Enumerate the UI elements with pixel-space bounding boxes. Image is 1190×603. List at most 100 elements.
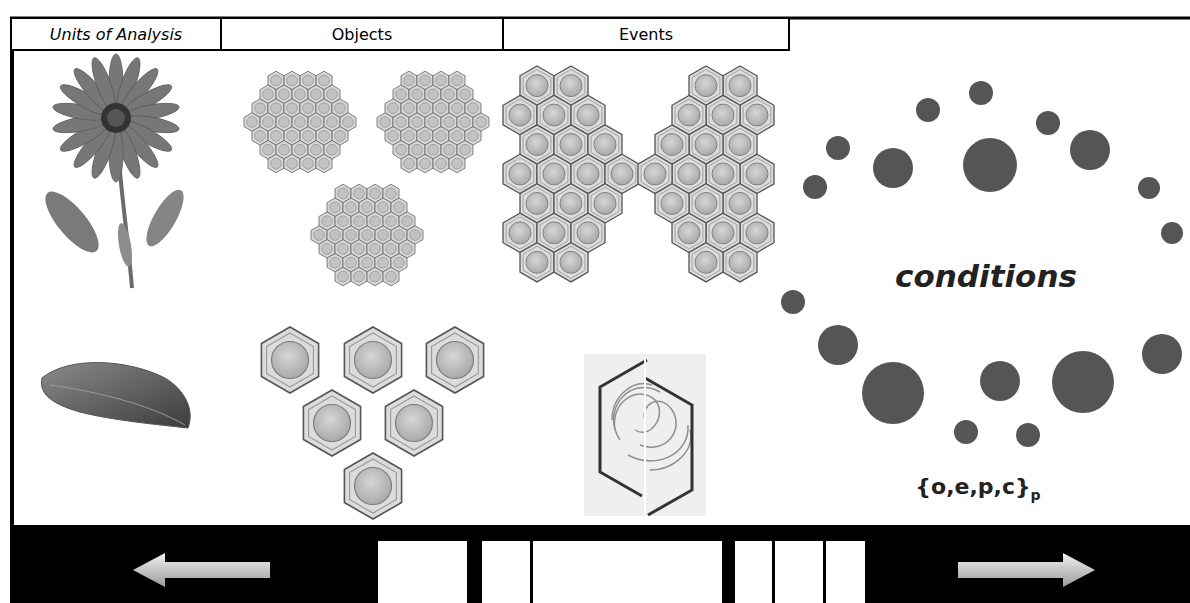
cell-nucleus [577,222,599,244]
small-nucleus [327,89,338,100]
cell-inner-wall [692,187,720,219]
cell-nucleus [560,251,582,273]
event-clusters [503,66,774,282]
cell-nucleus [678,222,700,244]
swirl-stroke [650,430,691,470]
small-nucleus [362,202,373,213]
conditions-label: conditions [895,258,1077,294]
cell-nucleus [526,75,548,97]
small-nucleus [287,75,298,86]
small-nucleus [436,130,447,141]
small-cell [351,267,367,286]
cell-inner-wall [608,158,636,190]
flower-center-ring [107,109,125,127]
cell-nucleus [437,342,474,379]
cell [723,243,757,282]
small-nucleus [354,271,365,282]
cell-nucleus [695,75,717,97]
condition-dot [1142,334,1182,374]
small-cell [335,267,351,286]
small-nucleus [370,188,381,199]
small-nucleus [396,117,407,128]
cell-inner-wall [726,187,754,219]
small-cell [401,154,417,173]
small-nucleus [354,188,365,199]
condition-dot [1016,423,1040,447]
flower-center [101,103,131,133]
cell-inner-wall [557,128,585,160]
small-nucleus [428,89,439,100]
cell-nucleus [661,134,683,156]
back-arrow [133,553,270,587]
small-nucleus [319,103,330,114]
cell-inner-wall [675,217,703,249]
small-nucleus [396,144,407,155]
cell-cluster [244,71,356,173]
cell-nucleus [644,163,666,185]
cell-inner-wall [726,128,754,160]
cell-wall [520,243,554,282]
small-nucleus [303,158,314,169]
small-nucleus [263,144,274,155]
cell-inner-wall [540,99,568,131]
cell [344,327,401,393]
small-nucleus [388,130,399,141]
small-nucleus [303,130,314,141]
tissue-cluster [503,66,639,282]
small-nucleus [460,144,471,155]
small-nucleus [335,130,346,141]
cell [261,327,318,393]
cell-wall [723,243,757,282]
cell-inner-wall [574,158,602,190]
small-nucleus [428,117,439,128]
small-cell [316,154,332,173]
small-nucleus [303,103,314,114]
small-nucleus [263,89,274,100]
cell-inner-wall [391,396,438,450]
condition-dot [818,325,858,365]
small-nucleus [343,117,354,128]
cell-inner-wall [675,99,703,131]
set-label: {o,e,p,c} [915,474,1030,499]
cell-nucleus [577,104,599,126]
cell-nucleus [543,222,565,244]
small-nucleus [436,158,447,169]
cell-wall [689,243,723,282]
cell-inner-wall [658,128,686,160]
small-nucleus [444,144,455,155]
cell-wall [344,327,401,393]
small-nucleus [420,130,431,141]
navigation-bar [10,525,1190,603]
condition-dot [826,136,850,160]
swirl-stroke [628,425,688,461]
small-nucleus [420,158,431,169]
cell-wall [344,453,401,519]
small-nucleus [404,158,415,169]
small-nucleus [370,271,381,282]
cell-inner-wall [726,246,754,278]
cell-nucleus [729,75,751,97]
cell [303,390,360,456]
cell-nucleus [509,222,531,244]
cell-nucleus [560,134,582,156]
condition-dot [969,81,993,105]
small-nucleus [287,130,298,141]
bar-ground [10,525,1190,603]
small-cell [284,154,300,173]
cell-nucleus [577,163,599,185]
cell-inner-wall [350,459,397,513]
header-text: Units of Analysis [50,25,182,44]
cell-inner-wall [557,246,585,278]
cell-group [261,327,483,519]
small-nucleus [354,216,365,227]
condition-dot [803,175,827,199]
bar-block [533,541,722,603]
merge-seam [644,358,646,515]
small-nucleus [468,130,479,141]
cell-inner-wall [523,128,551,160]
small-nucleus [271,75,282,86]
cell [426,327,483,393]
cell-nucleus [272,342,309,379]
